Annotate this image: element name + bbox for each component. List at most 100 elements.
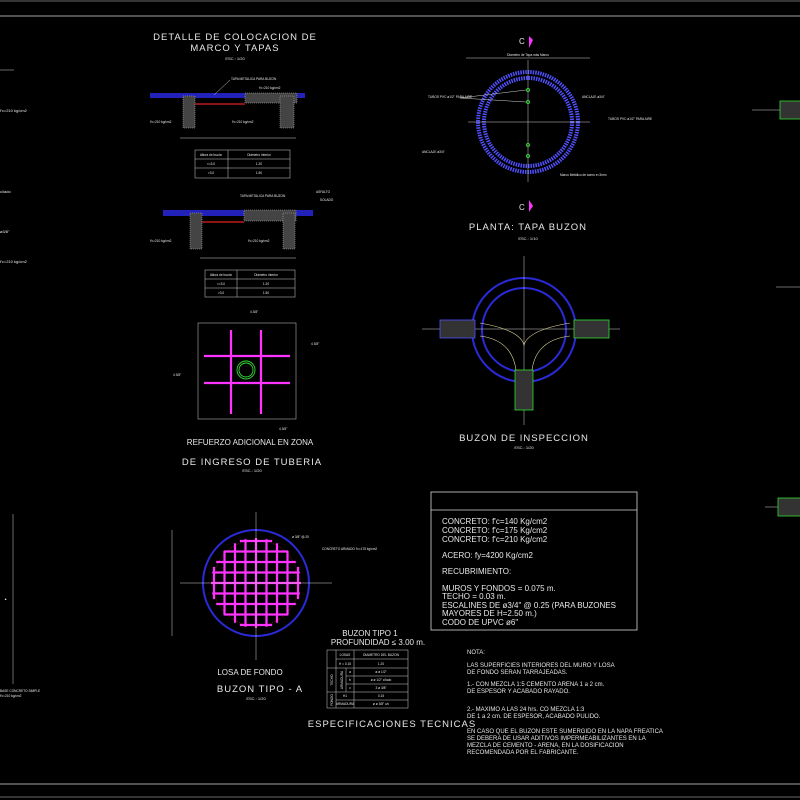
section-mark: C: [519, 37, 525, 46]
table-header: Altura de buzón: [200, 153, 223, 157]
callout-label: ANCLAJE ø3/4": [422, 150, 445, 154]
wall-left: [189, 212, 203, 250]
detail-subtitle: LOSA DE FONDO: [217, 668, 282, 677]
table-cell: 1.50: [263, 291, 269, 295]
table-subtitle: PROFUNDIDAD ≤ 3.00 m.: [331, 638, 425, 647]
note-line: DE ESPESOR Y ACABADO RAYADO.: [467, 689, 570, 695]
pipe-in-right: [573, 319, 610, 339]
spec-line: ACERO: fy=4200 Kg/cm2: [442, 551, 533, 560]
pipe-opening: [236, 360, 256, 380]
refuerzo-adicional-detail: 4 3/8" 4 3/8" 4 3/8" 4 3/8" REFUERZO ADI…: [173, 310, 322, 473]
spec-line: CONCRETO: f'c=210 Kg/cm2: [442, 535, 548, 544]
detail-scale: ESC.: 1/20: [225, 56, 245, 61]
callout-label: TUBOS PVC ø1/2" PARA AIRE: [428, 95, 472, 99]
table-cell: c: [349, 686, 351, 690]
table-cell: 0.15: [378, 694, 384, 698]
road-surface: [150, 93, 305, 98]
table-cell: <=3.0: [207, 162, 215, 166]
callout-label: f'c=210 kg/cm2: [150, 120, 172, 124]
fragment-label: f'c=210 kg/cm2: [0, 108, 28, 113]
spec-line: CONCRETO: f'c=140 Kg/cm2: [442, 517, 548, 526]
callout-label: f'c=210 kg/cm2: [248, 239, 270, 243]
fragment-label: f'c=210 kg/cm2: [0, 259, 28, 264]
detail-title: PLANTA: TAPA BUZON: [469, 222, 587, 233]
detail-title: REFUERZO ADICIONAL EN ZONA: [187, 438, 314, 447]
slab: [244, 92, 298, 104]
dimension-table-2: Altura de buzón Diámetro interior <=3.0 …: [204, 269, 296, 298]
note-line: LAS SUPERFICIES INTERIORES DEL MURO Y LO…: [467, 663, 615, 669]
fragment-label: ø3/8": [0, 229, 10, 234]
detail-scale: ESC.: 1/20: [246, 696, 266, 701]
row-group-label: FONDO: [330, 694, 334, 706]
note-line: 1.- CON MEZCLA 1:5 CEMENTO ARENA 1 a 2 c…: [467, 682, 605, 688]
table-cell: >3.0: [208, 171, 215, 175]
losa-de-fondo: ø 3/8" @.20 CONCRETO ARMADO f'c=175 kg/c…: [171, 512, 377, 701]
spec-line: CODO DE UPVC ø6": [442, 618, 518, 627]
buzon-inspeccion: BUZON DE INSPECCION ESC.: 1/20: [422, 256, 620, 450]
pipe-out: [514, 369, 534, 411]
spec-line: TECHO = 0.03 m.: [442, 592, 506, 601]
table-header: Diámetro interior: [247, 153, 271, 157]
table-header: DIAMETRO DEL BUZON: [363, 653, 400, 657]
section-title: ESPECIFICACIONES TECNICAS: [308, 719, 476, 730]
wall-right: [282, 212, 296, 250]
table-cell: 1.20: [378, 662, 384, 666]
callout-label: CONCRETO ARMADO f'c=175 kg/cm2: [322, 547, 377, 551]
rebar-label: 4 3/8": [311, 342, 319, 346]
detail-title: DETALLE DE COLOCACION DE: [153, 32, 317, 43]
table-cell: 1.50: [256, 171, 262, 175]
detail-scale: ESC.: 1/10: [518, 236, 538, 241]
table-cell: >3.0: [218, 291, 225, 295]
detail-title: BUZON TIPO - A: [217, 684, 303, 695]
buzon-tipo-1-table: BUZON TIPO 1 PROFUNDIDAD ≤ 3.00 m. LOSAS…: [308, 629, 476, 730]
note-line: EN CASO QUE EL BUZON ESTE SUMERGIDO EN L…: [467, 729, 663, 735]
dimension-label: Diametro de Tapa más Marco: [507, 53, 549, 57]
table-cell: H1: [343, 694, 347, 698]
table-header: Altura de buzón: [210, 273, 233, 277]
left-edge-fragments: f'c=210 kg/cm2 c/lado ø3/8" f'c=210 kg/c…: [0, 69, 40, 698]
wall-right: [279, 95, 295, 129]
row-group-label: TECHO: [330, 674, 334, 686]
spec-line: RECUBRIMIENTO:: [442, 567, 511, 576]
callout-label: ANCLAJE ø3/4": [582, 95, 605, 99]
table-cell: ARMADURA: [336, 702, 355, 706]
right-edge-pipes: [752, 100, 800, 517]
planta-tapa-buzon: C C Diametro de Tapa más Marco TUBOS PVC…: [422, 36, 652, 241]
table-cell: H = 0.15: [339, 662, 351, 666]
note-line: RECOMENDADA POR EL FABRICANTE.: [467, 750, 579, 756]
detail-scale: ESC.: 1/20: [242, 468, 262, 473]
dimension-table-1: Altura de buzón Diámetro interior <=3.0 …: [194, 149, 291, 179]
detail-scale: ESC.: 1/20: [514, 445, 534, 450]
table-header: Diámetro interior: [254, 273, 278, 277]
spec-line: MUROS Y FONDOS = 0.075 m.: [442, 584, 556, 593]
spec-line: ESCALINES DE ø3/4" @ 0.25 (PARA BUZONES: [442, 601, 616, 610]
rebar-label: 4 3/8": [173, 373, 181, 377]
specifications-box: CONCRETO: f'c=140 Kg/cm2 CONCRETO: f'c=1…: [430, 491, 638, 631]
detalle-colocacion-marco: DETALLE DE COLOCACION DE MARCO Y TAPAS E…: [150, 32, 334, 298]
table-title: BUZON TIPO 1: [342, 629, 398, 638]
table-cell: ø ø 1/2" c/lado: [371, 678, 392, 682]
wall-panel: [197, 322, 297, 420]
detail-title: MARCO Y TAPAS: [190, 43, 279, 54]
fragment-label: f'c=210 kg/cm2: [0, 694, 22, 698]
detail-title: BUZON DE INSPECCION: [459, 433, 589, 444]
detail-title: DE INGRESO DE TUBERIA: [182, 457, 322, 468]
slab: [243, 209, 297, 222]
callout-label: f'c=210 kg/cm2: [150, 239, 172, 243]
callout-label: TUBOS PVC ø1/2" PARA AIRE: [608, 117, 652, 121]
table-cell: ø ø 1/2": [375, 670, 386, 674]
note-title: NOTA:: [467, 650, 485, 656]
callout-label: Marco Metálico de acero e=3mm: [560, 173, 607, 177]
fragment-label: c/lado: [0, 189, 11, 194]
callout-label: TAPA METALICA PARA BUZON: [240, 194, 286, 198]
spec-line: MAYORES DE H=2.50 m.): [442, 609, 537, 618]
note-line: SE DEBERA DE USAR ADITIVOS IMPERMEABILIZ…: [467, 736, 646, 742]
callout-label: TAPA METALICA PARA BUZON: [231, 77, 277, 81]
row-group-label: ARMADURA: [340, 670, 344, 689]
table-header: LOSAS: [340, 653, 351, 657]
note-line: DE FONDO SERAN TARRAJEADAS.: [467, 670, 568, 676]
level-mark: ▲: [4, 597, 7, 601]
note-line: 2.- MAXIMO A LAS 24 hrs. CO MEZCLA 1:3: [467, 707, 585, 713]
